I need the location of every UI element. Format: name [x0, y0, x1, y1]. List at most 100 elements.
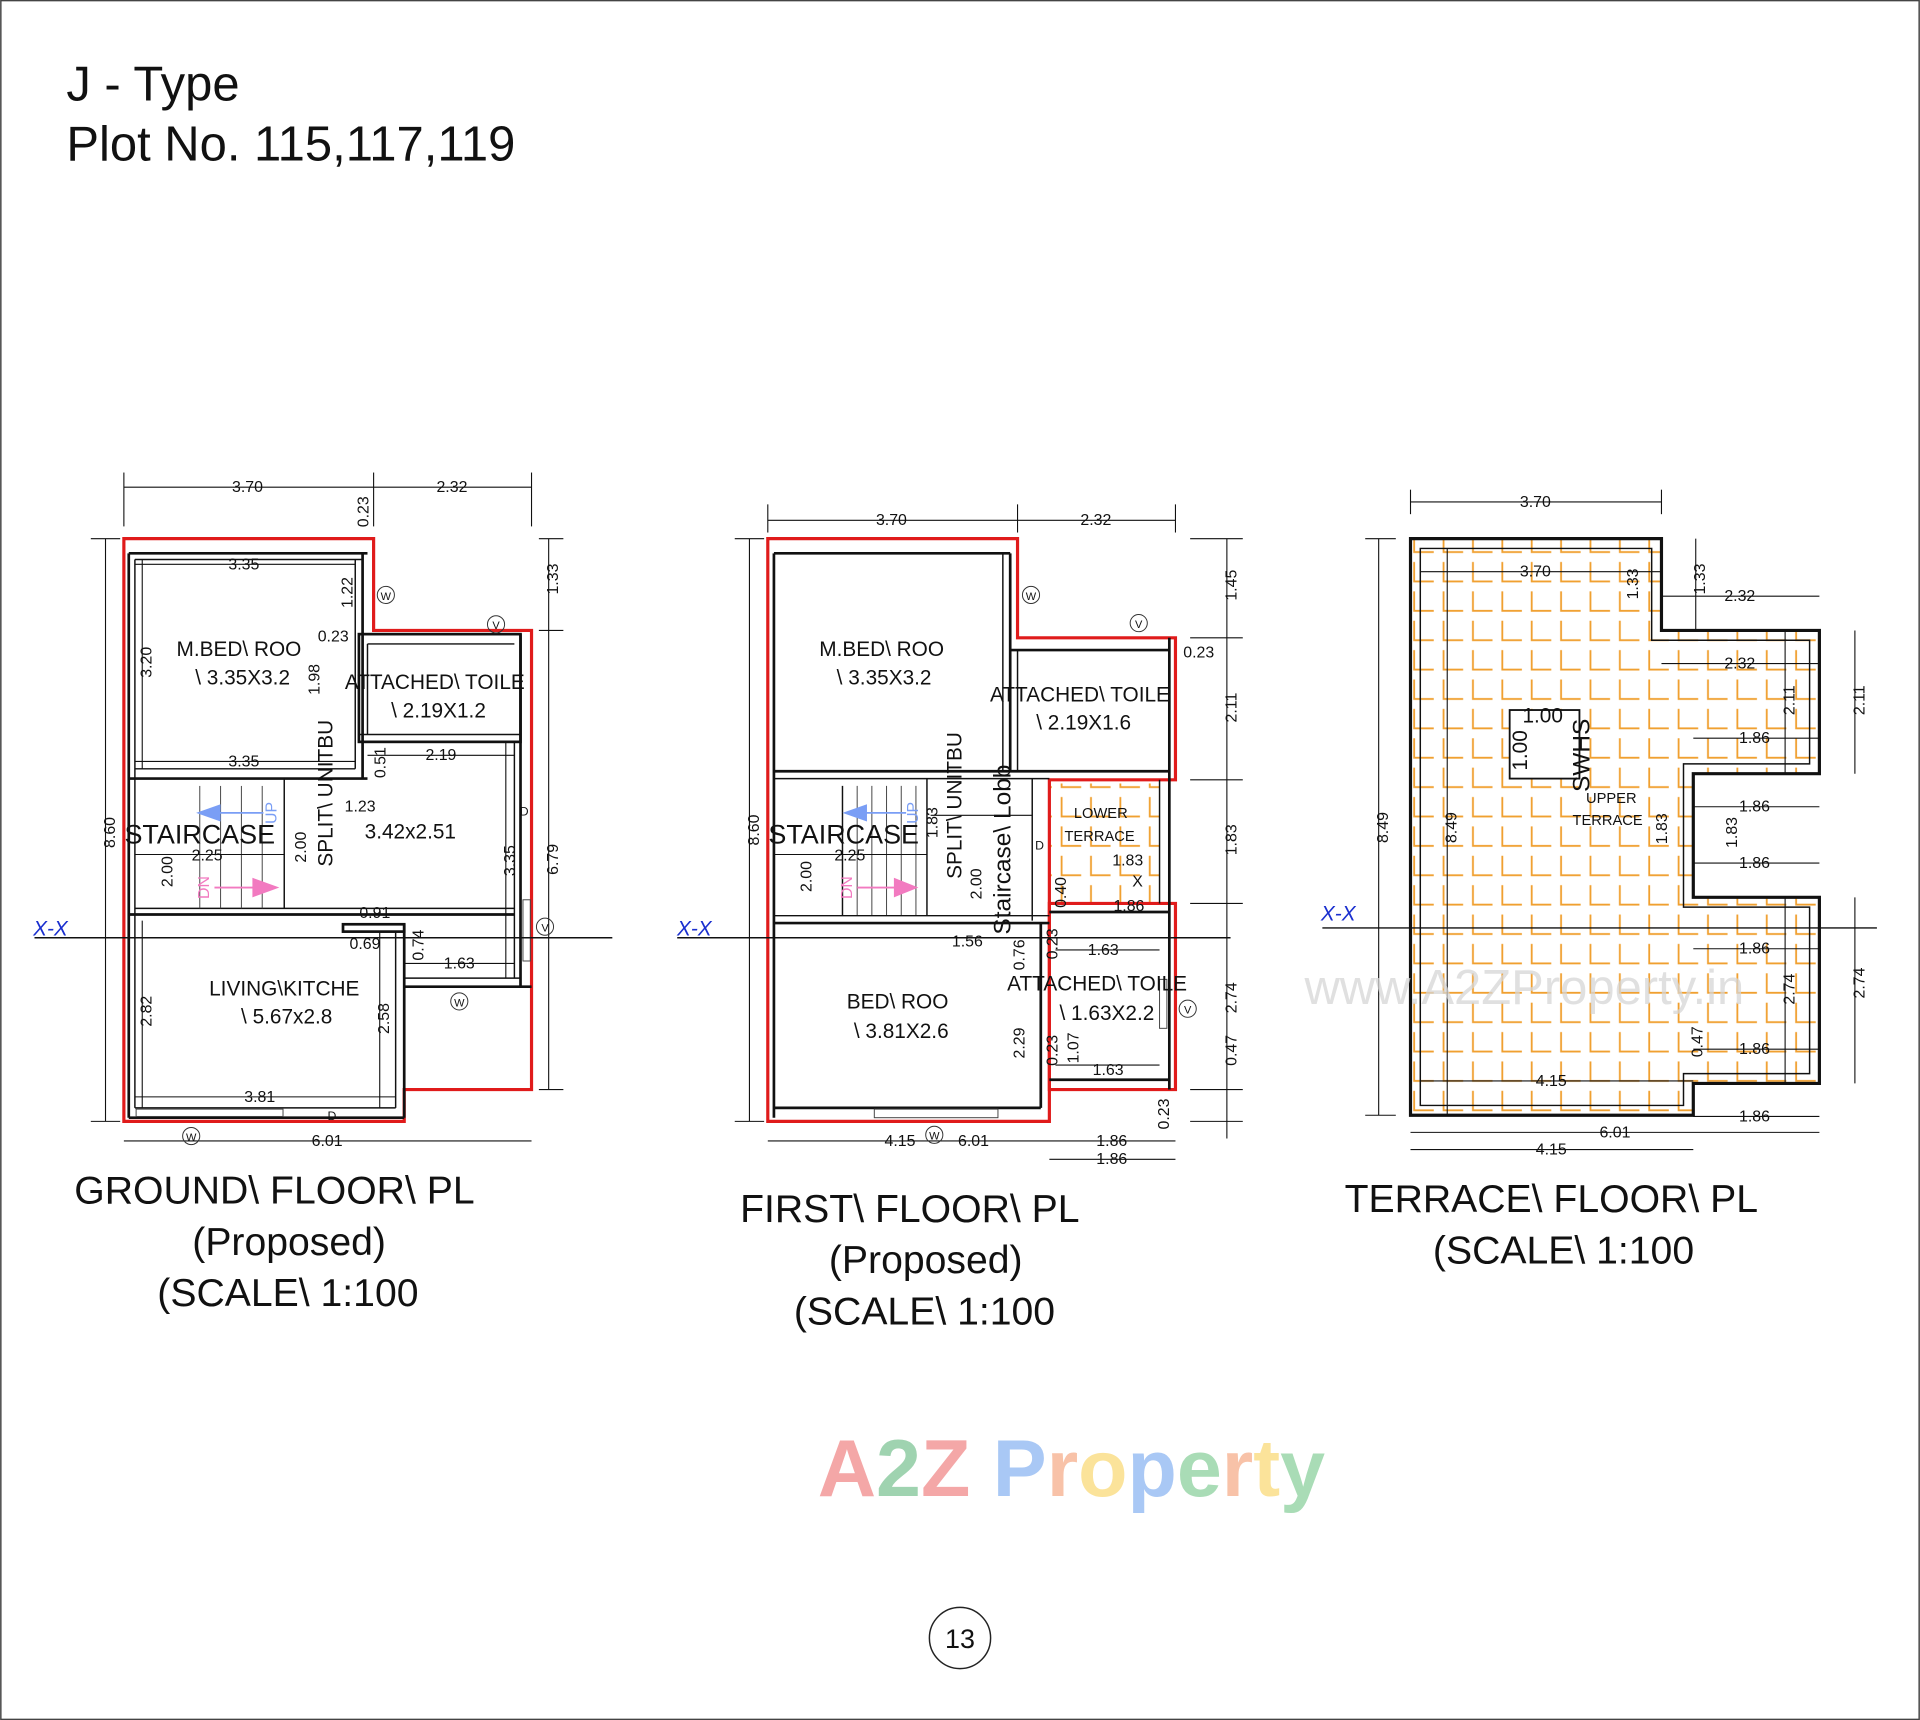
dimension-label: 1.33: [545, 563, 562, 594]
plan-labels: GROUND\ FLOOR\ PL(Proposed)(SCALE\ 1:100…: [32, 479, 1868, 1333]
dimension-label: 1.86: [1113, 898, 1144, 915]
dimension-label: 1.00: [1509, 730, 1532, 770]
dimension-label: 2.74: [1223, 982, 1240, 1013]
section-lines: [34, 927, 1877, 939]
logo-letter: r: [1222, 1424, 1253, 1514]
room-label: ATTACHED\ TOILE: [990, 683, 1170, 706]
dimension-label: 2.82: [139, 996, 156, 1027]
logo-letter: y: [1280, 1424, 1325, 1514]
terrace-outline: [1408, 537, 1821, 1117]
ventilator-mark: V: [1184, 1005, 1192, 1017]
ventilator-mark: V: [1135, 619, 1143, 631]
room-label: LOWER: [1074, 806, 1128, 822]
section-label: X-X: [676, 917, 713, 940]
first-floor-subtitle: (Proposed): [829, 1239, 1023, 1282]
dimension-label: 0.23: [1045, 1035, 1062, 1066]
logo-letter: e: [1177, 1424, 1222, 1514]
dimension-label: 2.32: [1080, 512, 1111, 529]
dimension-label: 0.23: [1183, 644, 1214, 661]
window-marker: [450, 992, 469, 1011]
dimension-label: 1.86: [1739, 1041, 1770, 1058]
stair-arrows: [196, 804, 280, 898]
dimension-label: 3.35: [502, 845, 519, 876]
dimension-label: 1.86: [1739, 730, 1770, 747]
plan-type-title: J - Type: [66, 57, 239, 111]
dimension-label: 2.74: [1782, 974, 1799, 1005]
dimension-label: 6.01: [312, 1133, 343, 1150]
room-size: 3.42x2.51: [365, 821, 456, 844]
dimension-label: 8.60: [746, 814, 763, 845]
dimension-label: 1.86: [1096, 1151, 1127, 1168]
page-number-circle: [928, 1606, 992, 1670]
stair-down-label: DN: [839, 876, 856, 899]
dimension-lines: [1365, 489, 1856, 1151]
room-label: STAIRCASE: [124, 819, 275, 849]
dimension-label: 0.76: [1011, 939, 1028, 970]
dimension-label: 1.45: [1223, 570, 1240, 601]
window-mark: W: [186, 1132, 197, 1144]
room-label: ATTACHED\ TOILE: [1007, 972, 1187, 995]
plot-outline: [122, 537, 534, 1123]
logo-letter: o: [1078, 1424, 1127, 1514]
logo-letter: Z: [921, 1424, 970, 1514]
dimension-label: 1.86: [1739, 855, 1770, 872]
dimension-label: 1.56: [952, 933, 983, 950]
window-mark: W: [381, 591, 392, 603]
dimension-label: 1.00: [1522, 704, 1562, 727]
dimension-label: 1.63: [1093, 1062, 1124, 1079]
dimension-label: 1.83: [1112, 853, 1143, 870]
terrace-floor-title: TERRACE\ FLOOR\ PL: [1345, 1178, 1758, 1221]
room-label: SPLIT\ UNITBU: [314, 720, 337, 867]
dimension-label: 3.70: [1520, 564, 1551, 581]
stair-up-label: UP: [905, 802, 922, 824]
watermark-url: www.A2ZProperty.in: [1303, 961, 1744, 1015]
dimension-label: 3.35: [228, 556, 259, 573]
room-size: \ 5.67x2.8: [241, 1005, 332, 1028]
dimension-label: 8.49: [1444, 812, 1461, 843]
window-marker: [376, 585, 395, 605]
terrace-floor-scale: (SCALE\ 1:100: [1433, 1229, 1694, 1272]
dimension-label: 2.00: [798, 861, 815, 892]
dimension-label: 1.22: [339, 577, 356, 608]
ventilator-mark: V: [541, 923, 549, 935]
dimension-label: 2.32: [1724, 588, 1755, 605]
dimension-label: 8.60: [102, 817, 119, 848]
dimension-label: 2.11: [1223, 693, 1240, 723]
stair-arrows: [842, 804, 919, 898]
dimension-label: 2.25: [192, 848, 223, 865]
door-mark: D: [1035, 839, 1044, 853]
lower-terrace-hatch: [1049, 783, 1160, 904]
room-label: M.BED\ ROO: [819, 638, 944, 661]
stair-up-label: UP: [264, 802, 281, 824]
dimension-label: 2.19: [425, 747, 456, 764]
dimension-label: 3.70: [876, 512, 907, 529]
dimension-label: 3.35: [228, 753, 259, 770]
dimension-label: 0.69: [350, 936, 381, 953]
dimension-label: 6.01: [958, 1133, 989, 1150]
dimension-label: 1.83: [1223, 824, 1240, 855]
room-size: \ 2.19X1.2: [391, 699, 486, 722]
room-label: SPLIT\ UNITBU: [944, 732, 967, 879]
dimension-label: 4.15: [885, 1133, 916, 1150]
ground-floor-subtitle: (Proposed): [192, 1221, 386, 1264]
dimension-label: 1.07: [1065, 1032, 1082, 1063]
room-size: \ 3.35X3.2: [837, 666, 932, 689]
dimension-label: 1.33: [1625, 568, 1642, 599]
logo-letter: A: [818, 1424, 876, 1514]
logo-letter: t: [1253, 1424, 1280, 1514]
plot-number: Plot No. 115,117,119: [66, 117, 515, 171]
dimension-label: 0.23: [318, 628, 349, 645]
ventilator-marker: [486, 615, 506, 634]
dimension-label: 2.32: [1724, 655, 1755, 672]
room-size: \ 2.19X1.6: [1036, 712, 1131, 735]
dimension-label: 3.70: [232, 479, 263, 496]
window-marker: [182, 1126, 201, 1146]
dimension-label: 1.63: [1088, 942, 1119, 959]
dimension-label: 8.49: [1375, 812, 1392, 843]
dimension-label: 0.23: [355, 496, 372, 527]
window-marker: [925, 1125, 944, 1144]
ventilator-marker: [1178, 999, 1197, 1018]
room-size: \ 3.35X3.2: [195, 666, 290, 689]
dimension-label: 2.32: [436, 479, 467, 496]
dimension-label: 1.83: [1654, 813, 1671, 844]
